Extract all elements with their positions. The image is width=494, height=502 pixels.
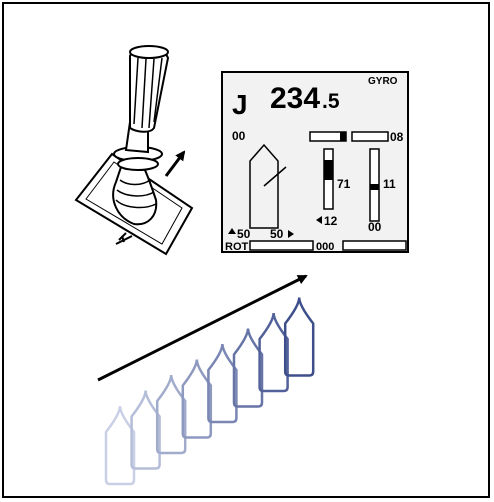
arrow-up-right-icon: [164, 150, 186, 177]
base-symbol-icon: [115, 232, 133, 245]
diagram-frame: J 234 .5 GYRO 00 08 71 11 12 00 50 50 RO…: [2, 2, 490, 498]
hull-outline-4: [181, 359, 213, 439]
stern-thrust-bar: [351, 131, 389, 142]
joystick-display-panel: J 234 .5 GYRO 00 08 71 11 12 00 50 50 RO…: [221, 71, 409, 253]
rot-left-bar: [249, 240, 314, 251]
joystick-base-inner: [85, 161, 183, 245]
hull-outline-3: [155, 374, 187, 455]
left-arrow-icon: [316, 216, 322, 224]
heading-value: 234: [270, 82, 320, 115]
hull-outline-1: [104, 405, 136, 486]
lower-right-value: 00: [368, 220, 382, 234]
hull-outline-6: [232, 328, 264, 408]
up-arrow-icon: [228, 228, 236, 234]
rot-value: 000: [316, 241, 334, 253]
joystick-boot: [112, 162, 158, 226]
hull-sequence: [104, 297, 315, 486]
heading-source: GYRO: [368, 76, 398, 87]
lower-left-value: 12: [324, 214, 338, 228]
rudder-angle-value: 00: [232, 129, 246, 143]
trajectory-arrow-icon: [97, 274, 308, 382]
hull-outline-7: [258, 312, 289, 393]
heading-decimal: .5: [322, 90, 340, 113]
hull-outline-8: [283, 297, 315, 377]
diagram-canvas: J 234 .5 GYRO 00 08 71 11 12 00 50 50 RO…: [74, 45, 409, 486]
thruster-left-value: 71: [337, 177, 351, 191]
rudder-indicator-line: [263, 166, 287, 187]
joystick-lever-icon: [74, 45, 194, 256]
right-bar-value: 08: [390, 130, 404, 144]
ship-outline-icon: [249, 143, 279, 229]
hull-outline-5: [207, 343, 238, 424]
thruster-right-value: 11: [383, 177, 396, 191]
port-value: 50: [237, 227, 251, 241]
rot-label: ROT: [225, 241, 249, 253]
starboard-value: 50: [270, 227, 284, 241]
rot-right-bar: [342, 240, 407, 251]
hull-outline-2: [130, 390, 161, 470]
mode-letter: J: [232, 89, 248, 120]
right-arrow-icon: [288, 230, 294, 238]
